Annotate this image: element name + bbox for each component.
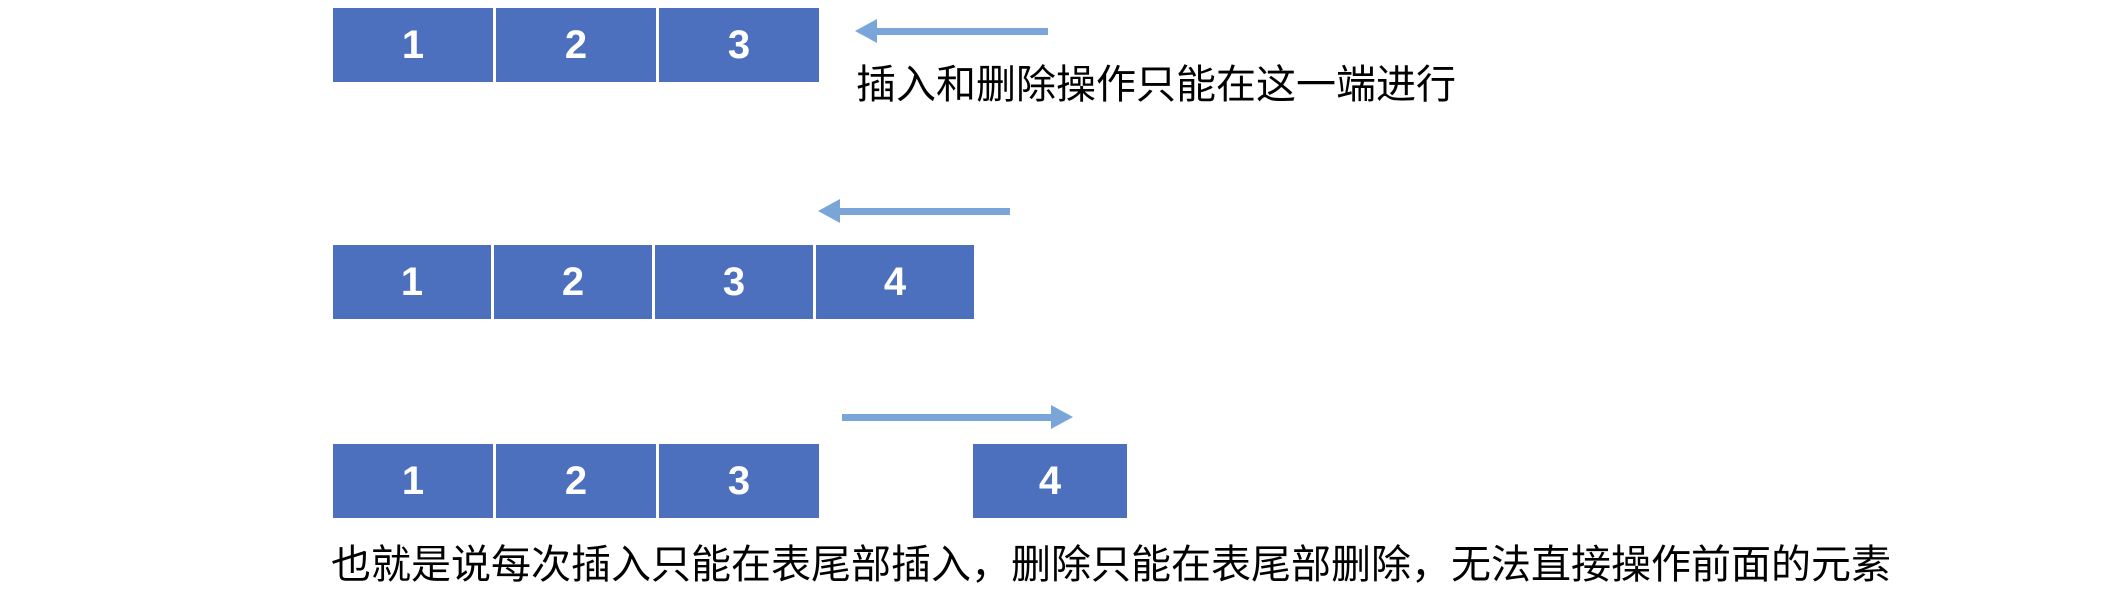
array-cell: 3 [659, 8, 819, 82]
right-arrow-icon [842, 405, 1073, 429]
arrow-shaft [842, 413, 1051, 421]
caption-tail-end: 插入和删除操作只能在这一端进行 [856, 63, 1456, 107]
caption-tail-insert-delete: 也就是说每次插入只能在表尾部插入，删除只能在表尾部删除，无法直接操作前面的元素 [331, 543, 1891, 587]
array-cell: 4 [816, 245, 974, 319]
array-cell: 1 [333, 444, 493, 518]
arrow-head [855, 19, 877, 43]
array-cell: 2 [496, 8, 656, 82]
detached-array-cell: 4 [973, 444, 1127, 518]
array-cell: 3 [655, 245, 813, 319]
array-cell: 1 [333, 8, 493, 82]
array-row-1: 1 2 3 [333, 8, 819, 82]
left-arrow-icon [855, 19, 1048, 43]
array-cell: 1 [333, 245, 491, 319]
arrow-head [818, 199, 840, 223]
array-row-3: 1 2 3 [333, 444, 819, 518]
arrow-shaft [877, 27, 1048, 35]
left-arrow-icon [818, 199, 1010, 223]
arrow-shaft [840, 207, 1010, 215]
array-cell: 2 [494, 245, 652, 319]
arrow-head [1051, 405, 1073, 429]
array-cell: 3 [659, 444, 819, 518]
array-row-2: 1 2 3 4 [333, 245, 974, 319]
array-cell: 2 [496, 444, 656, 518]
